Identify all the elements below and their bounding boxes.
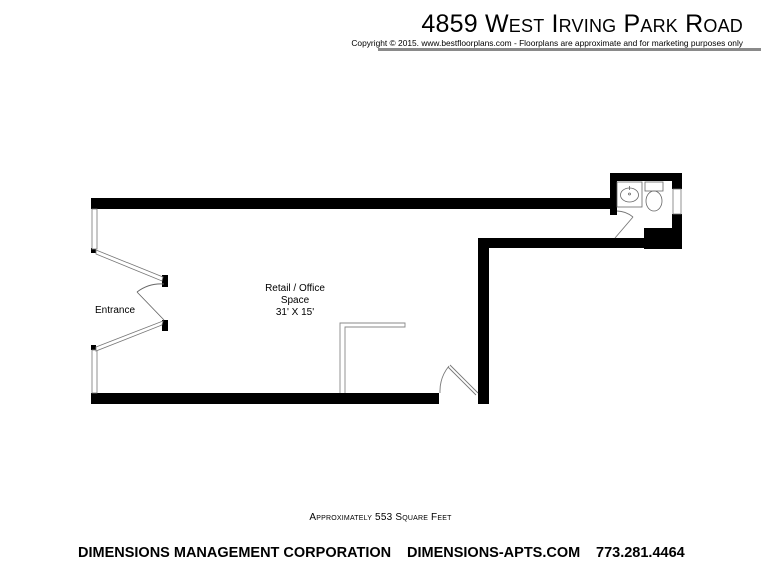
interior-partition — [339, 322, 406, 393]
room-name: Retail / Office — [265, 283, 325, 294]
company-name: DIMENSIONS MANAGEMENT CORPORATION — [78, 545, 392, 561]
room-label-retail-office: Retail / Office Space 31' X 15' — [245, 283, 345, 319]
room-name-line2: Space — [280, 295, 310, 306]
company-phone: 773.281.4464 — [596, 545, 685, 561]
toilet-icon — [644, 181, 664, 212]
company-website[interactable]: DIMENSIONS-APTS.COM — [407, 545, 581, 561]
copyright-notice: Copyright © 2015. www.bestfloorplans.com… — [351, 38, 743, 48]
room-dimensions: 31' X 15' — [275, 307, 315, 318]
entrance-label: Entrance — [95, 305, 136, 316]
bathroom-door — [614, 210, 634, 239]
entrance-door — [136, 283, 165, 321]
square-footage: Approximately 553 Square Feet — [309, 512, 452, 523]
windows — [91, 188, 682, 394]
header-divider — [378, 48, 761, 51]
walls — [91, 173, 682, 404]
rear-door — [439, 364, 479, 396]
sink-icon — [616, 181, 643, 208]
property-title: 4859 West Irving Park Road — [421, 10, 743, 38]
